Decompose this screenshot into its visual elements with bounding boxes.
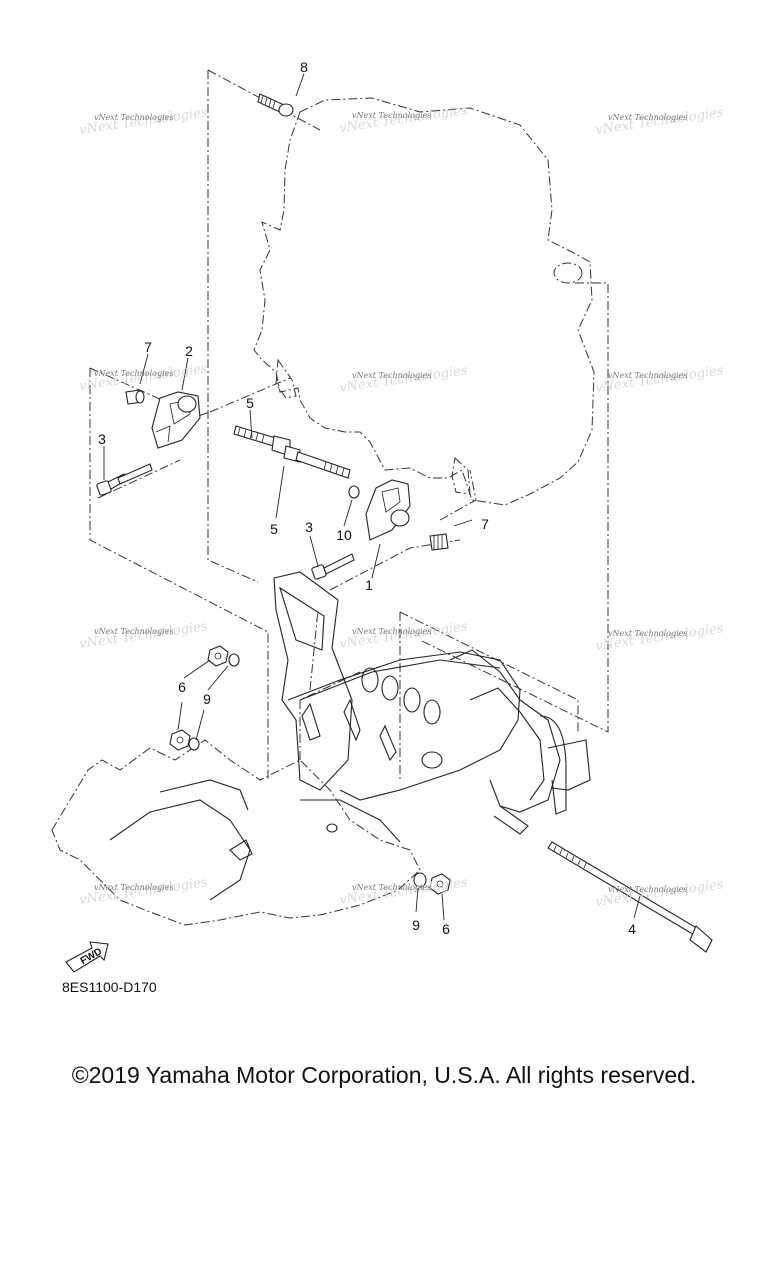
washer-9-upper (228, 653, 240, 667)
bolt-3-right (311, 553, 355, 580)
svg-text:vNext Technologies: vNext Technologies (94, 883, 173, 892)
collar-7-right (429, 533, 449, 551)
svg-text:vNext Technologies: vNext Technologies (608, 113, 687, 122)
svg-text:vNext Technologies: vNext Technologies (608, 885, 687, 894)
svg-text:vNext Technologies: vNext Technologies (352, 627, 431, 636)
svg-text:vNext Technologies: vNext Technologies (352, 883, 431, 892)
callout-9: 9 (203, 691, 211, 707)
hull-rib-4 (300, 799, 401, 843)
washer-10 (348, 485, 360, 499)
hull-outline (51, 739, 421, 926)
collar-7-left (125, 389, 145, 405)
washer-9-lower-left (188, 737, 200, 751)
callout-6: 6 (178, 679, 186, 695)
engine-mount-1 (365, 479, 411, 541)
diagram-code: 8ES1100-D170 (62, 979, 157, 995)
svg-text:vNext Technologies: vNext Technologies (94, 369, 173, 378)
callout-9: 9 (412, 917, 420, 933)
leader-lines (103, 73, 641, 921)
nut-6-bottom (429, 873, 451, 895)
bolt-3-left (96, 463, 153, 496)
callout-10: 10 (336, 527, 352, 543)
engine-mount-2 (151, 391, 201, 449)
callout-1: 1 (365, 577, 373, 593)
hull-rib-3 (229, 839, 253, 861)
svg-text:vNext Technologies: vNext Technologies (94, 113, 173, 122)
callout-8: 8 (300, 59, 308, 75)
engine-mount-lug-left (275, 358, 297, 399)
svg-text:vNext Technologies: vNext Technologies (608, 371, 687, 380)
callout-7: 7 (144, 339, 152, 355)
fwd-arrow-icon: FWD (65, 941, 109, 973)
callout-3: 3 (305, 519, 313, 535)
svg-text:vNext Technologies: vNext Technologies (608, 629, 687, 638)
engine-mount-lug-right (451, 457, 471, 495)
copyright-notice: ©2019 Yamaha Motor Corporation, U.S.A. A… (71, 1062, 697, 1088)
callout-3: 3 (98, 431, 106, 447)
hull-rib (109, 799, 251, 901)
through-bolt-4 (547, 841, 713, 953)
nut-6-lower-left (169, 729, 191, 751)
callout-5: 5 (270, 521, 278, 537)
engine-boss (553, 262, 583, 284)
callout-6: 6 (442, 921, 450, 937)
callout-5: 5 (246, 395, 254, 411)
washer-9-bottom (413, 872, 427, 888)
callout-2: 2 (185, 343, 193, 359)
callout-4: 4 (628, 921, 636, 937)
bolt-8 (257, 93, 294, 117)
svg-text:vNext Technologies: vNext Technologies (94, 627, 173, 636)
hull-rib-2 (159, 779, 249, 811)
bolt-5-right (283, 445, 351, 479)
bolt-5-left (233, 425, 291, 457)
svg-text:vNext Technologies: vNext Technologies (352, 111, 431, 120)
engine-outline (253, 97, 595, 506)
callout-7: 7 (481, 516, 489, 532)
nut-6-upper (207, 645, 229, 667)
hull-hole (326, 823, 338, 833)
callout-labels: 8 7 2 3 5 5 10 3 7 1 6 9 9 6 4 (98, 59, 636, 937)
fwd-label: FWD (79, 946, 104, 967)
svg-text:vNext Technologies: vNext Technologies (352, 371, 431, 380)
engine-bed-frame (273, 571, 591, 835)
